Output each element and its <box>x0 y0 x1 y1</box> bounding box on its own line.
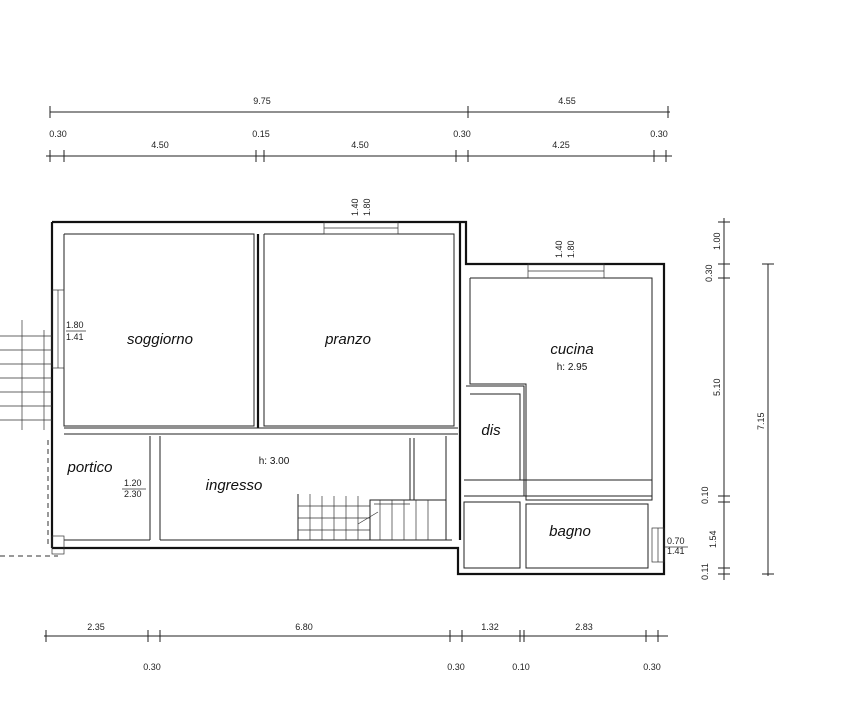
room-cucina: cucina <box>550 341 593 358</box>
dim-right-4: 0.10 <box>700 486 710 504</box>
room-portico: portico <box>66 459 112 476</box>
dim-right-3: 5.10 <box>712 378 722 396</box>
top-dimension-lines <box>46 106 672 162</box>
dim-bottom-wall-3: 0.10 <box>512 662 530 672</box>
windows <box>51 221 665 563</box>
dim-overall-right: 4.55 <box>558 96 576 106</box>
window-soggiorno-width: 1.80 <box>66 320 84 330</box>
dim-wall-1: 0.30 <box>49 129 67 139</box>
window-pranzo-width: 1.40 <box>350 198 360 216</box>
dim-room-3: 4.25 <box>552 140 570 150</box>
dim-bottom-wall-4: 0.30 <box>643 662 661 672</box>
dim-room-1: 4.50 <box>151 140 169 150</box>
window-cucina-height: 1.80 <box>566 240 576 258</box>
dim-right-6: 0.11 <box>700 563 710 580</box>
dim-bottom-1: 2.35 <box>87 622 105 632</box>
stairs <box>297 494 446 541</box>
dim-room-2: 4.50 <box>351 140 369 150</box>
window-pranzo-height: 1.80 <box>362 198 372 216</box>
room-pranzo: pranzo <box>324 331 371 348</box>
window-soggiorno-height: 1.41 <box>66 332 84 342</box>
dim-right-overall: 7.15 <box>756 412 766 430</box>
window-portico-width: 1.20 <box>124 478 142 488</box>
dim-wall-2: 0.15 <box>252 129 270 139</box>
dim-bottom-2: 6.80 <box>295 622 313 632</box>
room-bagno: bagno <box>549 523 591 540</box>
external-steps <box>0 320 58 557</box>
window-cucina-width: 1.40 <box>554 240 564 258</box>
dim-right-2: 0.30 <box>704 264 714 282</box>
right-dimension-lines <box>718 218 774 580</box>
room-ingresso: ingresso <box>206 477 263 494</box>
dim-bottom-wall-2: 0.30 <box>447 662 465 672</box>
room-dis: dis <box>481 422 501 439</box>
dim-bottom-4: 2.83 <box>575 622 593 632</box>
dim-bottom-3: 1.32 <box>481 622 499 632</box>
cucina-height: h: 2.95 <box>557 362 588 373</box>
window-bagno-width: 0.70 <box>667 536 685 546</box>
dim-right-1: 1.00 <box>712 232 722 250</box>
window-bagno-height: 1.41 <box>667 546 685 556</box>
dim-overall-left: 9.75 <box>253 96 271 106</box>
room-soggiorno: soggiorno <box>127 331 193 348</box>
dim-right-5: 1.54 <box>708 530 718 548</box>
ingresso-height: h: 3.00 <box>259 456 290 467</box>
window-portico-height: 2.30 <box>124 489 142 499</box>
dim-wall-3: 0.30 <box>453 129 471 139</box>
bottom-dimension-lines <box>44 630 668 642</box>
dim-bottom-wall-1: 0.30 <box>143 662 161 672</box>
dim-wall-4: 0.30 <box>650 129 668 139</box>
